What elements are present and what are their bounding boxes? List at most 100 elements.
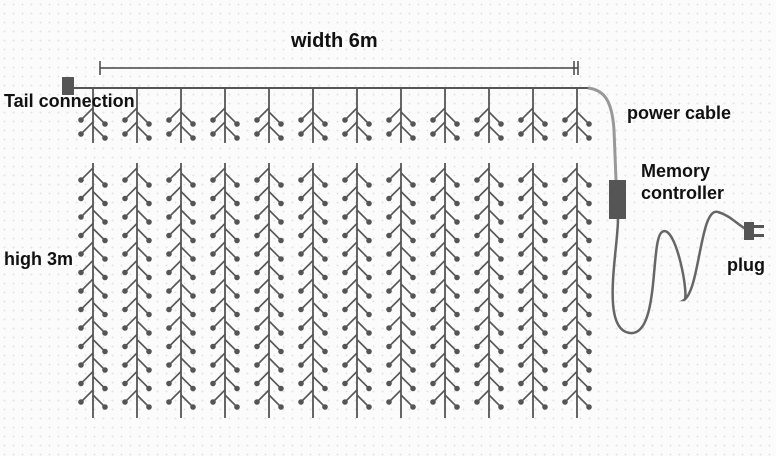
- lower-right-bulb: [542, 219, 548, 225]
- upper-right-branch: [576, 125, 590, 139]
- lower-left-branch: [168, 185, 182, 200]
- lower-right-branch: [312, 227, 326, 242]
- lower-left-bulb: [474, 343, 480, 350]
- lower-left-bulb: [298, 325, 304, 331]
- lower-left-branch: [80, 241, 94, 255]
- lower-right-branch: [180, 283, 194, 297]
- lower-right-branch: [532, 264, 546, 279]
- upper-right-branch: [312, 125, 326, 139]
- lower-left-branch: [300, 278, 314, 292]
- lower-left-branch: [476, 333, 490, 348]
- lower-left-bulb: [518, 325, 524, 331]
- lower-right-branch: [400, 264, 414, 279]
- lower-left-bulb: [386, 177, 392, 183]
- lower-right-branch: [532, 209, 546, 223]
- upper-left-branch: [256, 107, 270, 121]
- lower-right-bulb: [146, 274, 152, 281]
- lower-left-branch: [564, 389, 578, 403]
- lower-right-bulb: [454, 404, 460, 410]
- lower-right-bulb: [322, 311, 328, 318]
- lower-left-bulb: [342, 380, 348, 387]
- lower-left-branch: [124, 296, 138, 311]
- lower-left-branch: [256, 204, 270, 218]
- lower-left-bulb: [210, 251, 216, 257]
- lower-right-bulb: [322, 182, 328, 188]
- lower-left-bulb: [518, 177, 524, 183]
- lower-right-branch: [312, 394, 326, 408]
- lower-right-branch: [488, 338, 502, 353]
- lower-left-branch: [256, 278, 270, 292]
- upper-left-bulb: [474, 117, 480, 123]
- lower-left-bulb: [78, 269, 84, 276]
- lower-left-bulb: [342, 362, 348, 368]
- lower-left-branch: [168, 167, 182, 181]
- lower-left-branch: [476, 259, 490, 274]
- upper-right-bulb: [322, 135, 328, 141]
- lower-left-branch: [432, 389, 446, 403]
- lower-right-bulb: [322, 219, 328, 225]
- lower-left-bulb: [298, 269, 304, 276]
- lower-left-branch: [212, 296, 226, 311]
- lower-right-bulb: [146, 256, 152, 262]
- upper-right-branch: [400, 125, 414, 139]
- lower-left-branch: [124, 222, 138, 237]
- lower-left-bulb: [298, 306, 304, 313]
- upper-left-bulb: [430, 131, 436, 137]
- upper-left-bulb: [386, 131, 392, 137]
- tail-connector-icon: [62, 77, 74, 95]
- lower-left-branch: [256, 241, 270, 255]
- upper-left-bulb: [430, 117, 436, 123]
- lower-right-bulb: [146, 182, 152, 188]
- lower-left-bulb: [78, 214, 84, 220]
- lower-left-branch: [520, 241, 534, 255]
- lower-left-branch: [124, 204, 138, 218]
- lower-right-bulb: [322, 237, 328, 244]
- lower-left-bulb: [386, 343, 392, 350]
- lower-right-bulb: [190, 311, 196, 318]
- lower-right-branch: [488, 357, 502, 371]
- lower-left-bulb: [562, 214, 568, 220]
- upper-left-bulb: [562, 131, 568, 137]
- lower-right-bulb: [102, 274, 108, 281]
- upper-right-bulb: [102, 121, 108, 127]
- lower-left-branch: [520, 185, 534, 200]
- lower-right-branch: [312, 357, 326, 371]
- lower-left-bulb: [122, 343, 128, 350]
- lower-right-bulb: [454, 348, 460, 355]
- lower-left-branch: [168, 370, 182, 385]
- lower-right-bulb: [278, 330, 284, 336]
- lower-left-branch: [300, 241, 314, 255]
- lower-right-branch: [224, 320, 238, 334]
- lower-left-branch: [124, 185, 138, 200]
- lower-left-bulb: [210, 399, 216, 405]
- lower-right-bulb: [234, 311, 240, 318]
- lower-left-branch: [124, 167, 138, 181]
- lower-left-branch: [256, 185, 270, 200]
- lower-right-branch: [576, 246, 590, 260]
- lower-right-bulb: [190, 182, 196, 188]
- lower-left-branch: [388, 352, 402, 366]
- lower-right-branch: [444, 283, 458, 297]
- upper-left-branch: [168, 107, 182, 121]
- lower-right-bulb: [322, 200, 328, 207]
- lower-left-branch: [256, 315, 270, 329]
- lower-left-bulb: [562, 232, 568, 239]
- lower-right-branch: [312, 320, 326, 334]
- upper-right-bulb: [542, 121, 548, 127]
- lower-right-branch: [312, 301, 326, 316]
- lower-right-branch: [136, 172, 150, 186]
- lower-right-bulb: [454, 311, 460, 318]
- lower-right-branch: [356, 283, 370, 297]
- lower-left-bulb: [210, 269, 216, 276]
- lower-left-branch: [300, 259, 314, 274]
- lower-right-bulb: [454, 293, 460, 299]
- lower-right-bulb: [586, 385, 592, 392]
- upper-left-branch: [168, 121, 182, 135]
- lower-left-branch: [124, 241, 138, 255]
- lower-right-bulb: [146, 293, 152, 299]
- lower-left-branch: [124, 259, 138, 274]
- lower-left-branch: [344, 185, 358, 200]
- lower-right-bulb: [586, 311, 592, 318]
- lower-left-branch: [256, 333, 270, 348]
- lower-left-bulb: [254, 251, 260, 257]
